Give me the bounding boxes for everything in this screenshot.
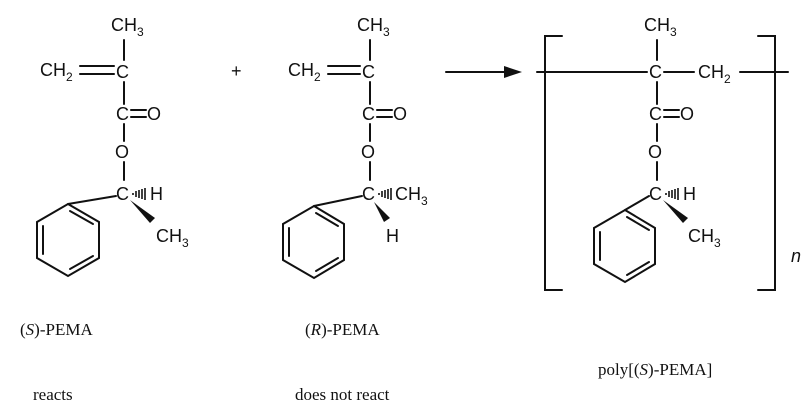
s-vinyl-c: C [116,62,129,82]
s-ch2: CH2 [40,60,73,84]
caption-s-reacts: reacts [33,385,73,404]
r-carbonyl-o: O [393,104,407,124]
r-ester-o: O [361,142,375,162]
r-h: H [386,226,399,246]
s-pema-structure: CH3 CH2 C C O O C H CH3 [36,15,189,278]
poly-methyl: CH3 [688,226,721,250]
s-carbonyl-o: O [147,104,161,124]
poly-ester-o: O [648,142,662,162]
poly-h: H [683,184,696,204]
poly-top-ch3: CH3 [644,15,677,39]
r-pema-structure: CH3 CH2 C C O O C CH3 H [282,15,428,280]
right-bracket [757,35,776,291]
s-stereo-c: C [116,184,129,204]
left-bracket [544,35,563,291]
r-top-ch3: CH3 [357,15,390,39]
s-top-ch3: CH3 [111,15,144,39]
poly-ch2: CH2 [698,62,731,86]
r-methyl: CH3 [395,184,428,208]
s-methyl: CH3 [156,226,189,250]
poly-backbone-c: C [649,62,662,82]
r-stereo-c: C [362,184,375,204]
poly-carbonyl-c: C [649,104,662,124]
poly-carbonyl-o: O [680,104,694,124]
r-carbonyl-c: C [362,104,375,124]
s-h: H [150,184,163,204]
poly-stereo-c: C [649,184,662,204]
s-carbonyl-c: C [116,104,129,124]
caption-s-pema: (S)-PEMA [20,320,93,339]
polymer-structure: n C CH2 CH3 C O O C H CH3 [536,15,801,291]
r-vinyl-c: C [362,62,375,82]
repeat-n: n [791,246,801,266]
r-ch2: CH2 [288,60,321,84]
caption-r-pema: (R)-PEMA [305,320,380,339]
caption-r-does-not-react: does not react [295,385,390,404]
reaction-arrow [445,66,522,78]
s-ester-o: O [115,142,129,162]
caption-polymer: poly[(S)-PEMA] [598,360,712,379]
plus-sign: + [231,61,242,81]
